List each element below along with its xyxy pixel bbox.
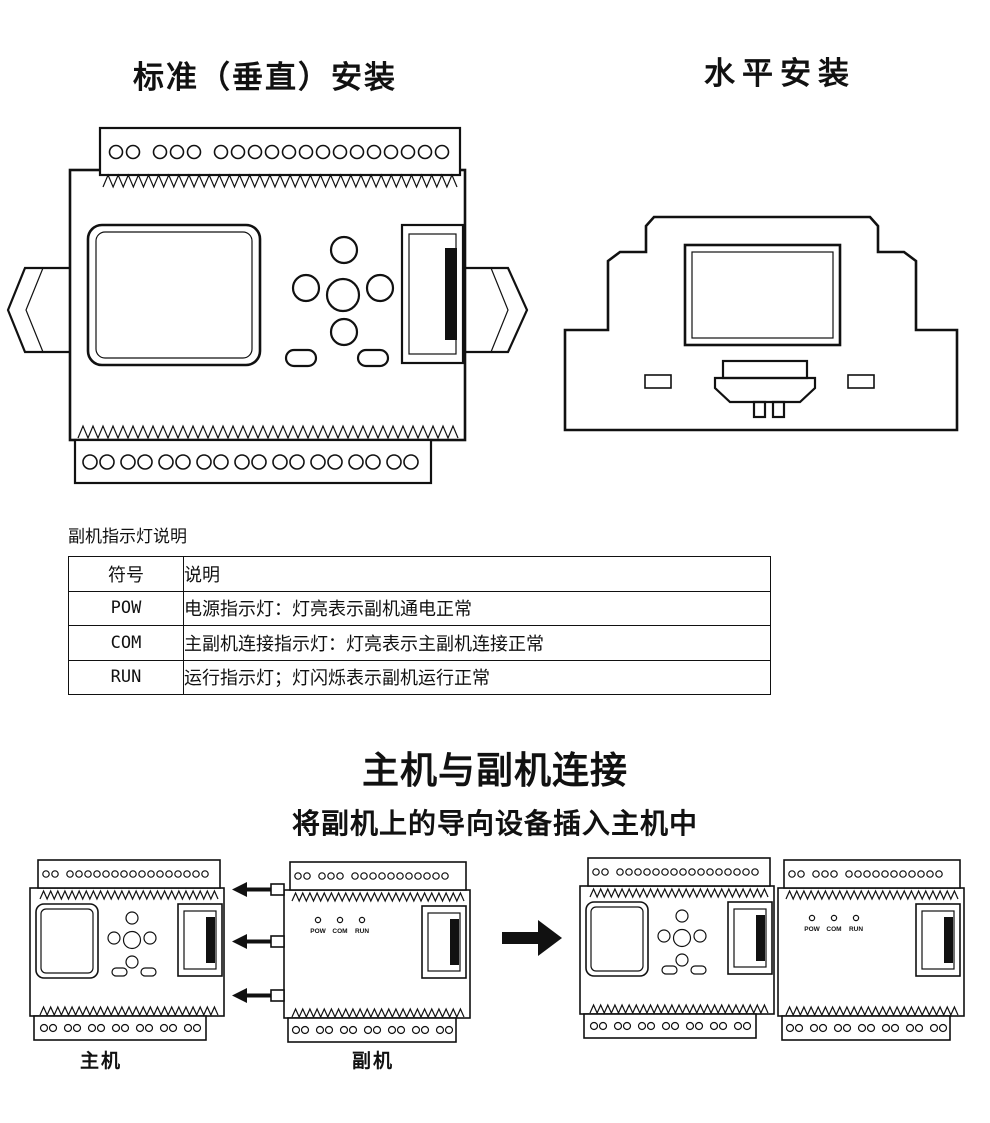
terminal-screw: [120, 454, 136, 470]
insert-arrows: [232, 882, 274, 1003]
terminal-screw: [213, 144, 229, 160]
table-row-com: COM 主副机连接指示灯：灯亮表示主副机连接正常: [68, 625, 771, 661]
connected-modules-figure: [579, 857, 965, 1041]
display-screen-inner: [95, 231, 253, 359]
terminal-screw: [281, 144, 297, 160]
terminal-screws-bottom: [82, 454, 419, 470]
terminal-screw: [365, 454, 381, 470]
connection-title: 主机与副机连接: [362, 750, 628, 791]
display-screen: [86, 223, 262, 367]
terminal-screw: [108, 144, 124, 160]
connection-subtitle: 将副机上的导向设备插入主机中: [291, 808, 698, 839]
button-cluster: [284, 235, 395, 368]
table-row-pow: POW 电源指示灯：灯亮表示副机通电正常: [68, 590, 771, 626]
side-panel-inner: [691, 251, 834, 339]
indicator-table: 符号 说明 POW 电源指示灯：灯亮表示副机通电正常 COM 主副机连接指示灯：…: [68, 556, 771, 695]
terminal-screw: [169, 144, 185, 160]
terminal-screw: [196, 454, 212, 470]
terminal-screw: [186, 144, 202, 160]
din-rail-right: [460, 266, 529, 354]
terminal-screw: [349, 144, 365, 160]
terminal-screw: [298, 144, 314, 160]
cell-symbol: COM: [68, 625, 184, 661]
table-header-row: 符号 说明: [68, 556, 771, 592]
terminal-screw: [310, 454, 326, 470]
cell-desc: 主副机连接指示灯：灯亮表示主副机连接正常: [183, 625, 771, 661]
horizontal-install-title: 水平安装: [704, 56, 856, 92]
vertical-install-figure: [6, 126, 529, 485]
terminal-screw: [383, 144, 399, 160]
terminal-strip-top: [98, 126, 462, 177]
cell-symbol: POW: [68, 590, 184, 626]
terminal-screw: [327, 454, 343, 470]
terminal-screw: [230, 144, 246, 160]
din-rail: [6, 266, 529, 354]
din-rail-left: [6, 266, 75, 354]
terminal-screw: [213, 454, 229, 470]
terminal-screw: [158, 454, 174, 470]
slave-module-figure: [270, 861, 471, 1043]
terminal-screw: [400, 144, 416, 160]
terminal-screw: [247, 144, 263, 160]
terminal-screw: [403, 454, 419, 470]
terminal-screw: [82, 454, 98, 470]
cell-desc: 运行指示灯；灯闪烁表示副机运行正常: [183, 659, 771, 695]
cell-symbol: RUN: [68, 659, 184, 695]
header-symbol: 符号: [68, 556, 184, 592]
terminal-screw: [99, 454, 115, 470]
terminal-screw: [234, 454, 250, 470]
terminal-screw: [289, 454, 305, 470]
terminal-screw: [125, 144, 141, 160]
terminal-screw: [315, 144, 331, 160]
header-desc: 说明: [183, 556, 771, 592]
guide-pins: [270, 883, 285, 1002]
terminal-screw: [251, 454, 267, 470]
expansion-port: [400, 223, 465, 365]
module-body: [68, 168, 467, 442]
module-side-outline: [563, 215, 959, 432]
mount-slot-right: [847, 374, 875, 389]
horizontal-install-figure: [563, 215, 959, 432]
slave-label: 副机: [352, 1050, 395, 1072]
terminal-screw: [366, 144, 382, 160]
terminal-screw: [332, 144, 348, 160]
terminal-screw: [272, 454, 288, 470]
terminal-screw: [264, 144, 280, 160]
din-clip: [713, 359, 817, 419]
terminal-strip-bottom: [73, 438, 433, 485]
vent-zigzag-top: [102, 173, 458, 189]
mount-slot-left: [644, 374, 672, 389]
terminal-screw: [175, 454, 191, 470]
table-row-run: RUN 运行指示灯；灯闪烁表示副机运行正常: [68, 659, 771, 695]
arrow-left-icon: [232, 882, 274, 1003]
terminal-screw: [137, 454, 153, 470]
terminal-screw: [434, 144, 450, 160]
cell-desc: 电源指示灯：灯亮表示副机通电正常: [183, 590, 771, 626]
terminal-screw: [417, 144, 433, 160]
terminal-screw: [386, 454, 402, 470]
vent-zigzag-bottom: [77, 424, 459, 440]
vertical-install-title: 标准（垂直）安装: [133, 60, 397, 96]
side-panel: [683, 243, 842, 347]
terminal-screw: [348, 454, 364, 470]
master-module-figure: [29, 859, 225, 1041]
indicator-table-caption: 副机指示灯说明: [68, 527, 187, 546]
master-label: 主机: [80, 1050, 123, 1072]
terminal-screw: [152, 144, 168, 160]
terminal-screws-top: [108, 144, 450, 160]
arrow-right-icon: [502, 920, 562, 956]
